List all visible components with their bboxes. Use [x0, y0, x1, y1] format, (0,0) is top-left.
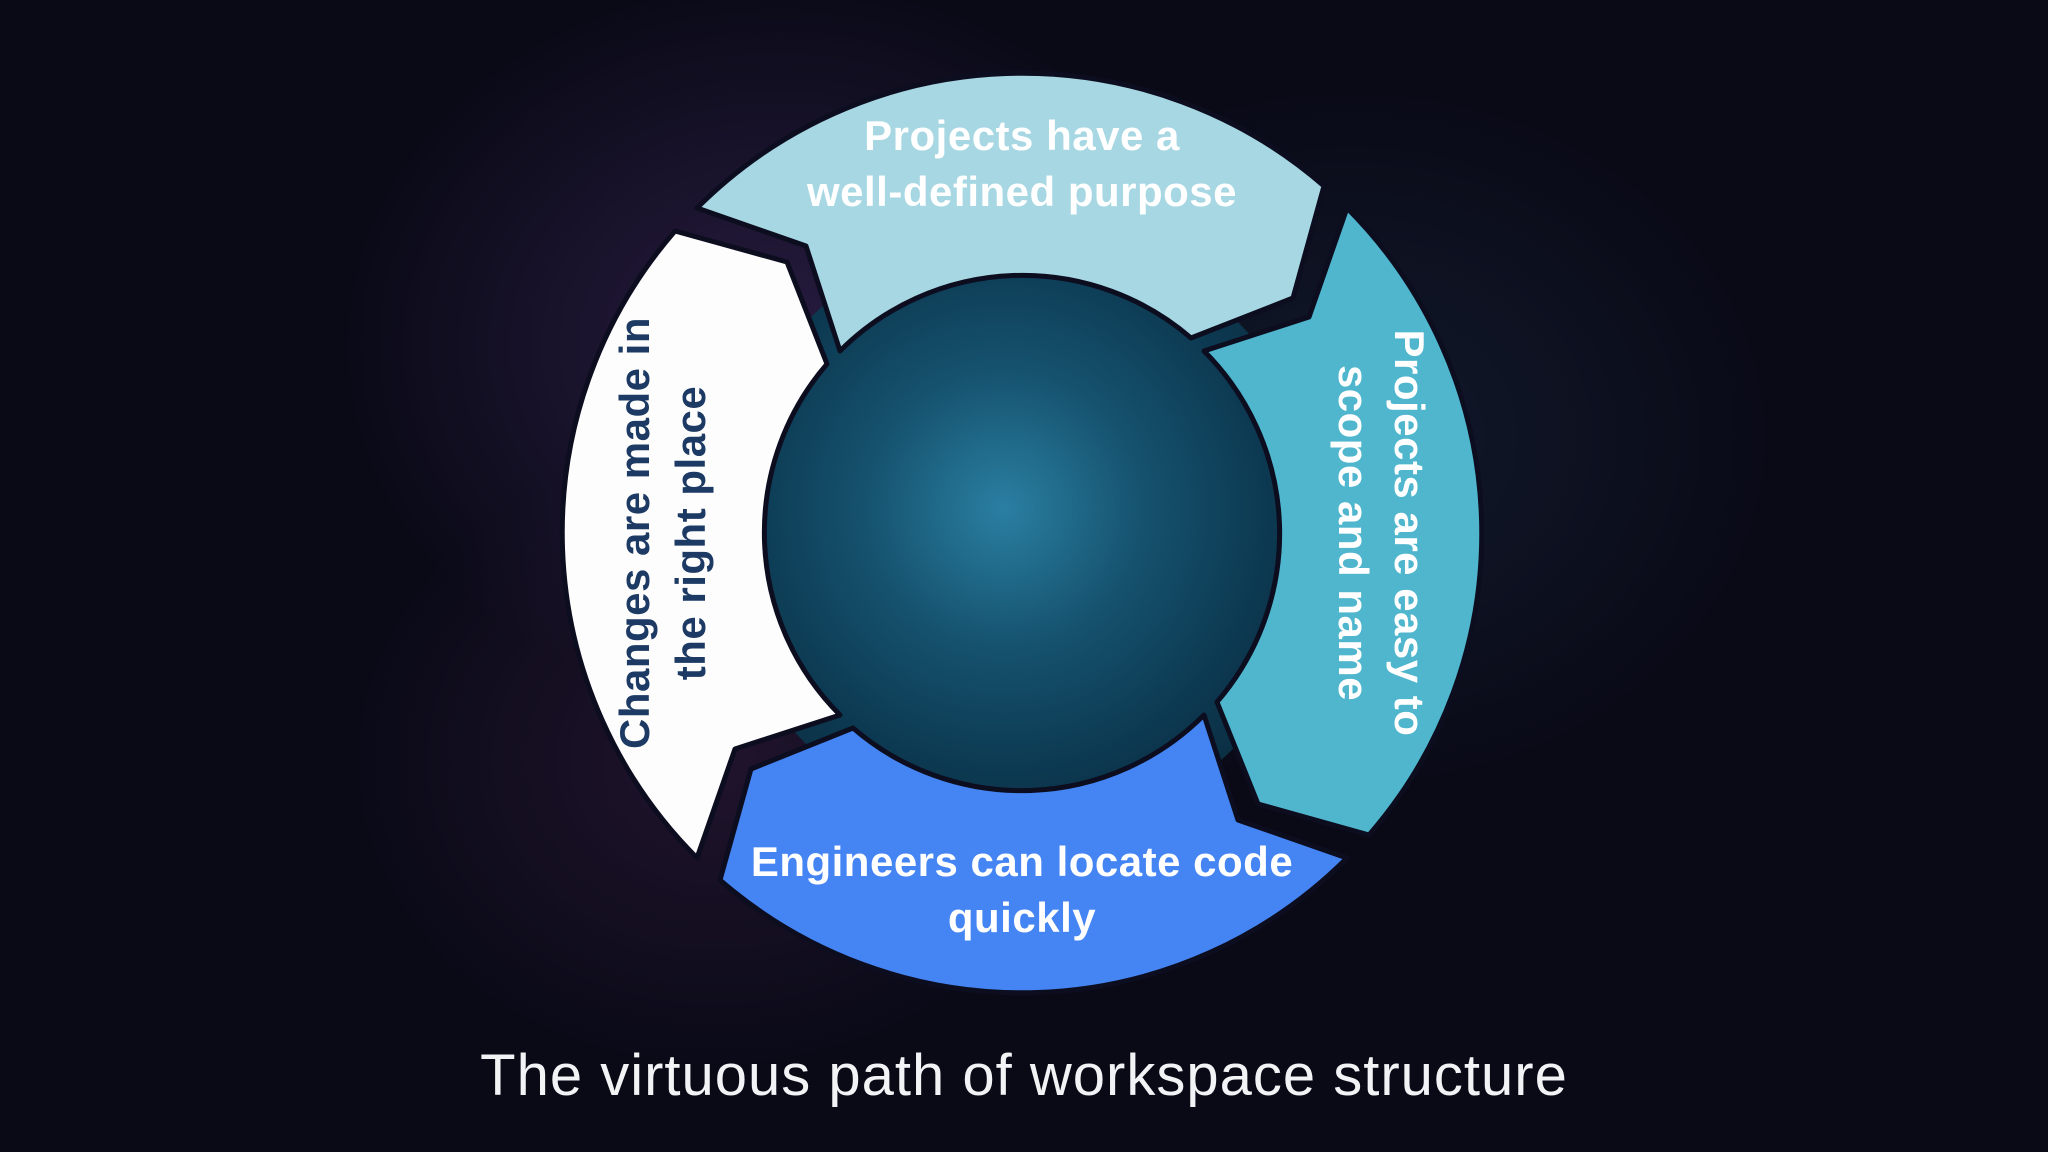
segment-label-top-line2: well-defined purpose	[806, 168, 1238, 215]
segment-label-right-line2: scope and name	[1330, 364, 1377, 702]
segment-label-left-line2: the right place	[667, 385, 714, 681]
segment-label-left: Changes are made in the right place	[601, 233, 725, 833]
segment-top-arrow	[694, 70, 1327, 354]
segment-label-top: Projects have a well-defined purpose	[742, 108, 1302, 220]
segment-label-top-line1: Projects have a	[864, 112, 1180, 159]
segment-left-arrow	[559, 228, 843, 861]
segment-bottom-arrow	[717, 712, 1350, 996]
segment-label-right: Projects are easy to scope and name	[1319, 233, 1443, 833]
center-sphere	[720, 231, 1324, 835]
segment-label-bottom-line1: Engineers can locate code	[750, 838, 1294, 885]
segment-label-right-line1: Projects are easy to	[1386, 329, 1433, 737]
segment-label-left-line1: Changes are made in	[611, 317, 658, 749]
diagram-caption: The virtuous path of workspace structure	[480, 1043, 1568, 1108]
segment-label-bottom-line2: quickly	[947, 894, 1097, 941]
segment-label-bottom: Engineers can locate code quickly	[722, 834, 1322, 946]
segment-right-arrow	[1201, 205, 1485, 838]
